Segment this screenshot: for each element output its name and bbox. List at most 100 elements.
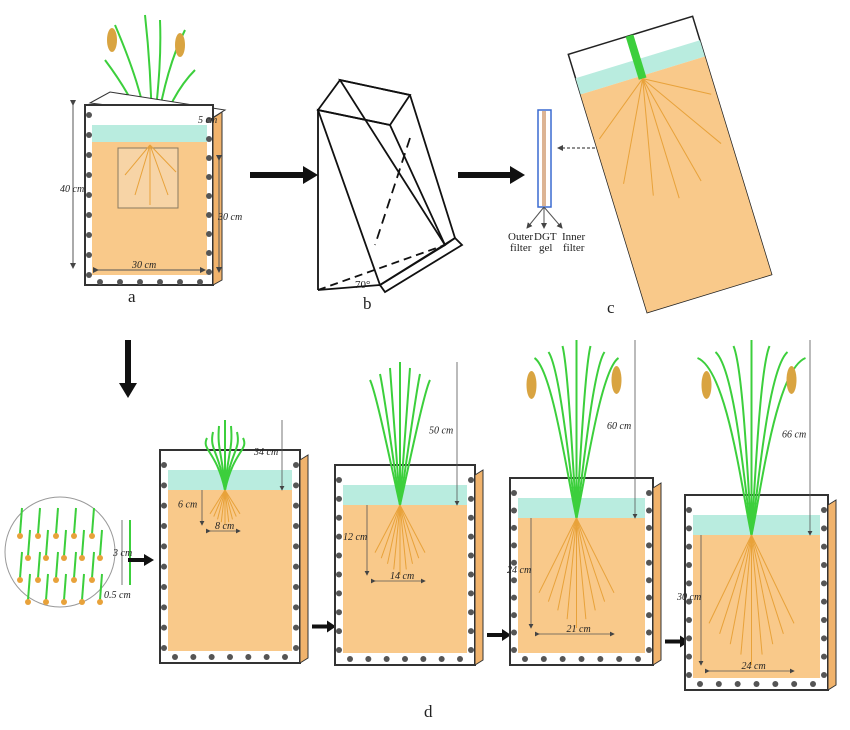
seedling-icon [73, 507, 77, 535]
bolt-icon [635, 656, 641, 662]
bolt-icon [293, 462, 299, 468]
panel-a-rhizobox: 40 cm 5 cm 30 cm 30 cm a [60, 14, 242, 306]
seedling-icon [63, 529, 67, 557]
bolt-icon [293, 502, 299, 509]
rice-plant-icon [369, 362, 431, 506]
bolt-icon [206, 231, 212, 237]
bolt-icon [646, 524, 652, 531]
bolt-icon [197, 279, 203, 285]
rice-grain-icon [786, 366, 797, 394]
seedling-icon [91, 507, 95, 535]
bolt-icon [821, 598, 827, 605]
bolt-icon [686, 598, 692, 605]
seedling-icon [19, 551, 23, 579]
bolt-icon [137, 279, 143, 285]
roots-icon [124, 144, 177, 205]
bolt-icon [206, 269, 212, 275]
bolt-icon [686, 580, 692, 587]
bolt-icon [97, 279, 103, 285]
rice-grain-icon [701, 371, 712, 399]
bolt-icon [161, 462, 167, 468]
seedling-icon [37, 551, 41, 579]
bolt-icon [468, 477, 474, 483]
bolt-icon [686, 653, 692, 660]
panel-b-tilted-frame: 70° [316, 78, 464, 294]
bolt-icon [511, 612, 517, 619]
bolt-icon [686, 672, 692, 678]
bolt-icon [468, 533, 474, 540]
shoot-height-label: 50 cm [429, 426, 453, 437]
bolt-icon [821, 562, 827, 568]
bolt-icon [821, 507, 827, 513]
dgt-gel-label: DGT [534, 231, 557, 243]
bolt-icon [336, 514, 342, 521]
bolt-icon [511, 647, 517, 653]
seedling-icon [81, 573, 85, 601]
bolt-icon [206, 155, 212, 161]
bolt-icon [646, 490, 652, 496]
bolt-icon [457, 656, 463, 662]
bolt-icon [511, 629, 517, 636]
bolt-icon [86, 272, 92, 278]
bolt-icon [468, 647, 474, 653]
bolt-icon [646, 612, 652, 619]
bolt-icon [293, 624, 299, 631]
roots-icon [209, 489, 241, 525]
seedling-icon [73, 551, 77, 579]
outer-filter-label: Outer [508, 231, 533, 243]
bolt-icon [772, 681, 779, 687]
seedling-icon [99, 573, 103, 601]
bolt-icon [86, 232, 92, 238]
bolt-icon [365, 656, 372, 662]
growth-stage-1: 34 cm6 cm8 cm [159, 420, 336, 664]
bolt-icon [646, 594, 652, 601]
bolt-icon [646, 647, 652, 653]
bolt-icon [821, 617, 827, 623]
rice-plant-icon [533, 340, 620, 519]
bolt-icon [86, 212, 92, 218]
bolt-icon [86, 112, 92, 118]
bolt-icon [734, 681, 741, 687]
bolt-icon [578, 656, 585, 662]
bolt-icon [336, 647, 342, 653]
root-depth-label: 30 cm [676, 592, 701, 603]
bolt-icon [646, 577, 652, 584]
rice-grain-icon [107, 28, 185, 57]
seedling-icon [91, 551, 95, 579]
seedling-icon [19, 507, 23, 535]
width-label: 30 cm [131, 260, 156, 271]
bolt-icon [646, 629, 652, 636]
bolt-icon [161, 584, 167, 590]
seedling-icon [45, 529, 49, 557]
bolt-icon [293, 482, 299, 489]
seedling-circle: 3 cm 0.5 cm [4, 496, 132, 608]
bolt-icon [293, 563, 299, 570]
seedling-icon [55, 551, 59, 579]
roots-icon [538, 517, 615, 628]
rice-grain-icon [611, 366, 622, 394]
bolt-icon [468, 590, 474, 597]
bolt-icon [161, 543, 167, 550]
bolt-icon [438, 656, 445, 662]
dgt-gel-label-2: gel [539, 242, 552, 254]
bolt-icon [86, 192, 92, 198]
bolt-icon [263, 654, 270, 660]
root-width-label: 8 cm [215, 521, 234, 532]
bolt-icon [821, 653, 827, 660]
bolt-icon [161, 604, 167, 611]
seedling-root-label: 0.5 cm [104, 590, 131, 601]
bolt-icon [646, 507, 652, 514]
seedling-icon [27, 573, 31, 601]
bolt-icon [245, 654, 252, 660]
roots-icon [374, 504, 426, 575]
bolt-icon [597, 656, 604, 662]
bolt-icon [161, 502, 167, 509]
bolt-icon [686, 617, 692, 623]
seedling-icon [55, 507, 59, 535]
bolt-icon [511, 577, 517, 584]
angle-label: 70° [355, 279, 370, 291]
bolt-icon [511, 559, 517, 566]
root-width-label: 24 cm [742, 661, 766, 672]
bolt-icon [293, 543, 299, 550]
